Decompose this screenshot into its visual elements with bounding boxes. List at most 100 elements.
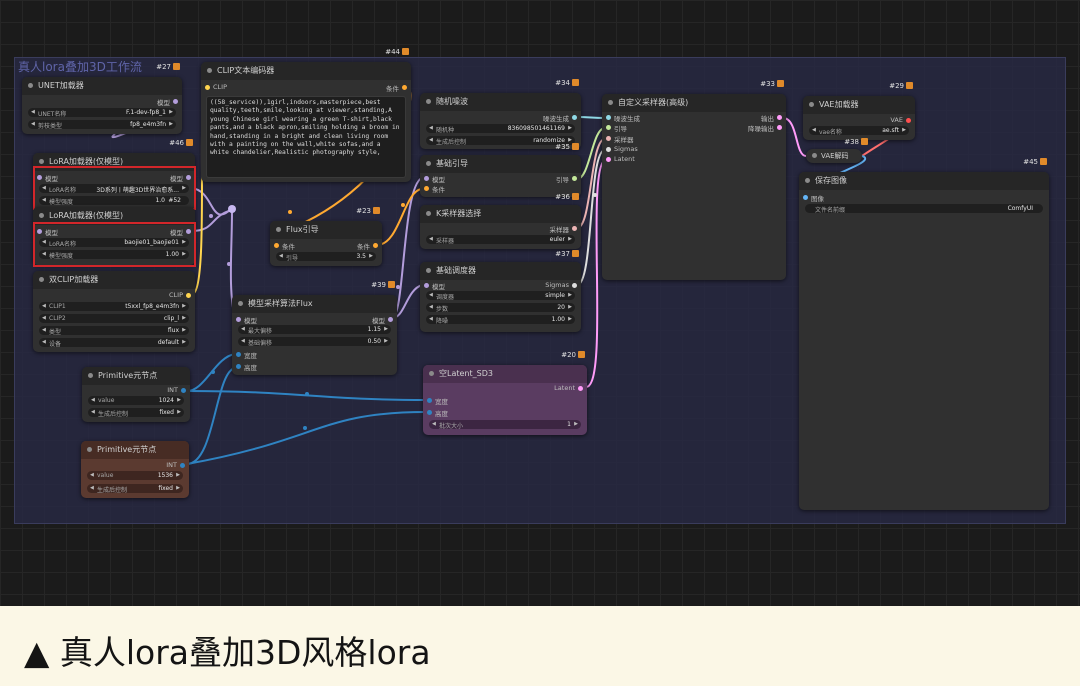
vae-decode-node[interactable]: #38 VAE解码 (806, 138, 868, 163)
output-socket[interactable] (572, 176, 577, 181)
output-socket[interactable] (373, 243, 378, 248)
collapse-dot-icon[interactable] (429, 371, 434, 376)
arrow-left-icon[interactable]: ◀ (42, 185, 46, 191)
arrow-right-icon[interactable]: ▶ (568, 292, 572, 298)
arrow-right-icon[interactable]: ▶ (182, 303, 186, 309)
output-socket[interactable] (173, 99, 178, 104)
output-socket[interactable] (572, 283, 577, 288)
arrow-left-icon[interactable]: ◀ (241, 326, 245, 332)
arrow-right-icon[interactable]: ▶ (182, 315, 186, 321)
arrow-right-icon[interactable]: ▶ (568, 125, 572, 131)
arrow-right-icon[interactable]: ▶ (369, 253, 373, 259)
input-socket[interactable] (236, 352, 241, 357)
collapse-dot-icon[interactable] (39, 159, 44, 164)
arrow-left-icon[interactable]: ◀ (241, 338, 245, 344)
collapse-dot-icon[interactable] (426, 211, 431, 216)
arrow-right-icon[interactable]: ▶ (568, 236, 572, 242)
arrow-left-icon[interactable]: ◀ (42, 315, 46, 321)
collapse-dot-icon[interactable] (28, 83, 33, 88)
arrow-right-icon[interactable]: ▶ (177, 397, 181, 403)
arrow-right-icon[interactable]: ▶ (182, 185, 186, 191)
arrow-right-icon[interactable]: ▶ (568, 316, 572, 322)
arrow-right-icon[interactable]: ▶ (182, 251, 186, 257)
input-socket[interactable] (236, 364, 241, 369)
output-socket[interactable] (388, 317, 393, 322)
output-socket[interactable] (572, 115, 577, 120)
arrow-left-icon[interactable]: ◀ (812, 127, 816, 133)
input-socket[interactable] (803, 195, 808, 200)
arrow-left-icon[interactable]: ◀ (42, 303, 46, 309)
arrow-left-icon[interactable]: ◀ (429, 125, 433, 131)
input-socket[interactable] (606, 115, 611, 120)
arrow-left-icon[interactable]: ◀ (429, 316, 433, 322)
arrow-left-icon[interactable]: ◀ (91, 409, 95, 415)
collapse-dot-icon[interactable] (87, 447, 92, 452)
output-socket[interactable] (181, 388, 186, 393)
arrow-left-icon[interactable]: ◀ (429, 292, 433, 298)
arrow-right-icon[interactable]: ▶ (182, 239, 186, 245)
arrow-right-icon[interactable]: ▶ (177, 409, 181, 415)
input-socket[interactable] (424, 186, 429, 191)
arrow-right-icon[interactable]: ▶ (182, 327, 186, 333)
arrow-left-icon[interactable]: ◀ (429, 304, 433, 310)
arrow-right-icon[interactable]: ▶ (574, 421, 578, 427)
node-canvas[interactable]: 真人lora叠加3D工作流 (0, 0, 1080, 606)
collapse-dot-icon[interactable] (39, 277, 44, 282)
arrow-left-icon[interactable]: ◀ (91, 397, 95, 403)
output-socket[interactable] (186, 229, 191, 234)
arrow-right-icon[interactable]: ▶ (384, 326, 388, 332)
output-socket[interactable] (906, 118, 911, 123)
input-socket[interactable] (606, 136, 611, 141)
collapse-dot-icon[interactable] (39, 213, 44, 218)
input-socket[interactable] (424, 176, 429, 181)
arrow-left-icon[interactable]: ◀ (42, 327, 46, 333)
input-socket[interactable] (37, 175, 42, 180)
arrow-right-icon[interactable]: ▶ (169, 121, 173, 127)
arrow-left-icon[interactable]: ◀ (90, 472, 94, 478)
input-socket[interactable] (236, 317, 241, 322)
output-socket[interactable] (777, 115, 782, 120)
arrow-right-icon[interactable]: ▶ (568, 137, 572, 143)
arrow-right-icon[interactable]: ▶ (176, 472, 180, 478)
arrow-left-icon[interactable]: ◀ (42, 251, 46, 257)
input-socket[interactable] (606, 157, 611, 162)
output-socket[interactable] (402, 85, 407, 90)
collapse-dot-icon[interactable] (812, 153, 817, 158)
collapse-dot-icon[interactable] (426, 161, 431, 166)
input-socket[interactable] (427, 410, 432, 415)
arrow-left-icon[interactable]: ◀ (279, 253, 283, 259)
custom-sampler-advanced-node[interactable]: #33 自定义采样器(高级) 噪波生成输出 引导降噪输出 采样器 Sigmas … (602, 80, 786, 280)
input-socket[interactable] (37, 229, 42, 234)
collapse-dot-icon[interactable] (809, 102, 814, 107)
